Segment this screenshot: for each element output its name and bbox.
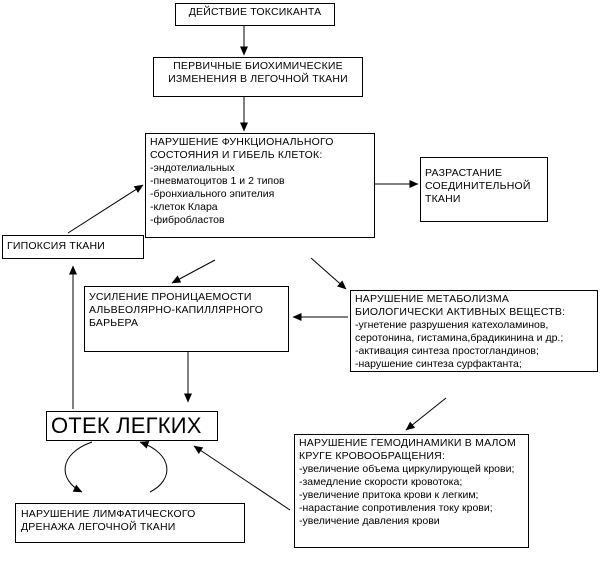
metabolism-title: НАРУШЕНИЕ МЕТАБОЛИЗМА БИОЛОГИЧЕСКИ АКТИВ…	[355, 293, 566, 318]
cell-damage-title: НАРУШЕНИЕ ФУНКЦИОНАЛЬНОГО СОСТОЯНИЯ И ГИ…	[150, 136, 334, 161]
lung-edema-title: ОТЕК ЛЕГКИХ	[51, 413, 202, 438]
arrow-curve-lymphatic-to-edema	[139, 441, 168, 493]
connective-tissue-title: РАЗРАСТАНИЕ СОЕДИНИТЕЛЬНОЙ ТКАНИ	[425, 167, 531, 205]
cell-damage-item: -эндотелиальных	[150, 162, 235, 174]
lymphatic-box: НАРУШЕНИЕ ЛИМФАТИЧЕСКОГО ДРЕНАЖА ЛЕГОЧНО…	[15, 503, 245, 543]
hemodynamics-item: -нарастание сопротивления току крови;	[299, 502, 493, 514]
primary-changes-title: ПЕРВИЧНЫЕ БИОХИМИЧЕСКИЕ ИЗМЕНЕНИЯ В ЛЕГО…	[168, 60, 348, 85]
permeability-title: УСИЛЕНИЕ ПРОНИЦАЕМОСТИ АЛЬВЕОЛЯРНО-КАПИЛ…	[89, 291, 264, 329]
lymphatic-title: НАРУШЕНИЕ ЛИМФАТИЧЕСКОГО ДРЕНАЖА ЛЕГОЧНО…	[21, 508, 196, 533]
metabolism-item: серотонина, гистамина,брадикинина и др.;	[355, 332, 564, 344]
hypoxia-title: ГИПОКСИЯ ТКАНИ	[7, 240, 106, 252]
cell-damage-item: -фибробластов	[150, 214, 225, 226]
permeability-box: УСИЛЕНИЕ ПРОНИЦАЕМОСТИ АЛЬВЕОЛЯРНО-КАПИЛ…	[84, 286, 289, 352]
metabolism-item: -нарушение синтеза сурфактанта;	[355, 358, 522, 370]
toxicant-box: ДЕЙСТВИЕ ТОКСИКАНТА	[175, 3, 335, 26]
hemodynamics-item: -увеличение давления крови	[299, 515, 440, 527]
toxicant-title: ДЕЙСТВИЕ ТОКСИКАНТА	[188, 6, 322, 18]
hypoxia-box: ГИПОКСИЯ ТКАНИ	[2, 235, 144, 259]
arrow-function-to-permeability	[171, 259, 216, 284]
connective-tissue-box: РАЗРАСТАНИЕ СОЕДИНИТЕЛЬНОЙ ТКАНИ	[420, 157, 548, 222]
arrow-metabolism-to-hemodynamics	[405, 397, 447, 431]
hemodynamics-item: -увеличение объема циркулирующей крови;	[299, 463, 515, 475]
arrow-function-to-metabolism	[310, 257, 347, 290]
cell-damage-item: -пневматоцитов 1 и 2 типов	[150, 175, 285, 187]
hemodynamics-box: НАРУШЕНИЕ ГЕМОДИНАМИКИ В МАЛОМ КРУГЕ КРО…	[294, 434, 529, 548]
hemodynamics-item: -увеличение притока крови к легким;	[299, 489, 479, 501]
cell-damage-item: -клеток Клара	[150, 201, 218, 213]
cell-damage-box: НАРУШЕНИЕ ФУНКЦИОНАЛЬНОГО СОСТОЯНИЯ И ГИ…	[145, 133, 375, 238]
hemodynamics-item: -замедление скорости кровотока;	[299, 476, 463, 488]
lung-edema-box: ОТЕК ЛЕГКИХ	[46, 411, 218, 441]
primary-changes-box: ПЕРВИЧНЫЕ БИОХИМИЧЕСКИЕ ИЗМЕНЕНИЯ В ЛЕГО…	[153, 57, 363, 97]
metabolism-item: -угнетение разрушения катехоламинов,	[355, 319, 549, 331]
arrow-curve-edema-to-lymphatic	[64, 441, 93, 493]
arrow-hypoxia-to-function	[67, 184, 144, 234]
metabolism-box: НАРУШЕНИЕ МЕТАБОЛИЗМА БИОЛОГИЧЕСКИ АКТИВ…	[350, 290, 598, 372]
arrow-hemodynamics-to-edema	[193, 445, 291, 511]
hemodynamics-title: НАРУШЕНИЕ ГЕМОДИНАМИКИ В МАЛОМ КРУГЕ КРО…	[299, 437, 516, 462]
metabolism-item: -активация синтеза простогландинов;	[355, 345, 539, 357]
cell-damage-item: -бронхиального эпителия	[150, 188, 275, 200]
